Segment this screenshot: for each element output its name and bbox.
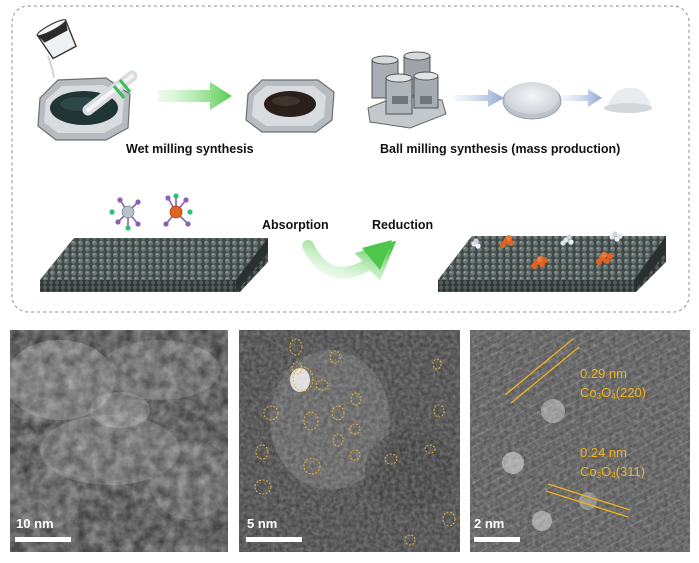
lattice-phase-1: Co3O4(220) bbox=[580, 385, 647, 401]
scale-label-1: 10 nm bbox=[16, 516, 54, 531]
absorption-label: Absorption bbox=[262, 218, 329, 232]
pt-precursor-icon bbox=[109, 197, 141, 231]
bowl-icon bbox=[245, 79, 335, 133]
lattice-spacing-1: 0.29 nm bbox=[580, 366, 627, 381]
beaker-icon bbox=[36, 19, 77, 79]
scale-bar-1 bbox=[15, 537, 71, 542]
carbon-support-left bbox=[40, 238, 268, 292]
lattice-phase-2: Co3O4(311) bbox=[580, 464, 646, 480]
co-cluster bbox=[500, 235, 514, 248]
pt-cluster bbox=[471, 238, 481, 249]
pt-cluster bbox=[560, 234, 574, 246]
arrow-icon bbox=[454, 89, 504, 107]
co-precursor-icon bbox=[163, 193, 193, 227]
arrow-icon bbox=[562, 89, 602, 107]
co-cluster bbox=[531, 256, 548, 269]
wet-milling-label: Wet milling synthesis bbox=[126, 142, 254, 156]
pestle-icon bbox=[82, 70, 138, 116]
arrow-icon bbox=[158, 82, 232, 110]
pt-cluster bbox=[609, 231, 623, 242]
scale-bar-2 bbox=[246, 537, 302, 542]
micrograph-3 bbox=[470, 330, 690, 552]
top-panel-frame bbox=[11, 5, 690, 313]
reduction-label: Reduction bbox=[372, 218, 434, 232]
arrow-head-icon bbox=[362, 240, 392, 270]
lattice-spacing-2: 0.24 nm bbox=[580, 445, 627, 460]
petri-dish-icon bbox=[502, 82, 562, 120]
powder-icon bbox=[604, 87, 652, 113]
scale-label-2: 5 nm bbox=[247, 516, 278, 531]
scale-bar-3 bbox=[474, 537, 520, 542]
carbon-support-right bbox=[438, 236, 666, 292]
micrograph-1 bbox=[10, 330, 228, 552]
ball-milling-label: Ball milling synthesis (mass production) bbox=[380, 142, 621, 156]
micrograph-2 bbox=[239, 330, 460, 552]
co-cluster bbox=[596, 252, 613, 265]
ball-mill-icon bbox=[367, 51, 447, 129]
scale-label-3: 2 nm bbox=[474, 516, 505, 531]
particle-outlines bbox=[254, 338, 456, 546]
